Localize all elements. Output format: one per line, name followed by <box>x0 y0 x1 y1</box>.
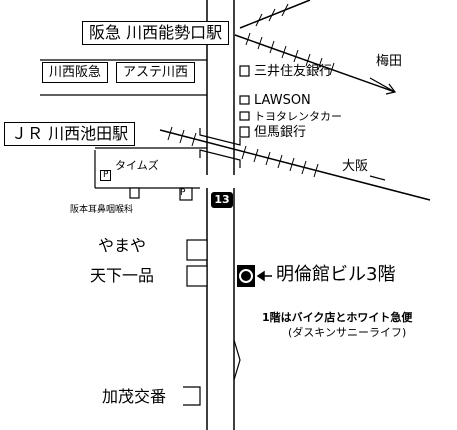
road-notch <box>233 339 241 381</box>
building-markers <box>129 65 250 406</box>
jr-station-label: ＪＲ 川西池田駅 <box>4 122 136 146</box>
main-road <box>206 0 235 430</box>
osaka-label: 大阪 <box>342 159 369 174</box>
tenka-label: 天下一品 <box>90 266 155 285</box>
left-arrow-icon <box>256 270 272 282</box>
times-label: タイムズ <box>115 159 159 172</box>
mitsui-bank-label: 三井住友銀行 <box>254 64 333 79</box>
parking-sign-2: P <box>180 188 186 198</box>
target-marker-icon <box>237 265 255 287</box>
parking-sign-1: P <box>100 170 112 181</box>
lawson-label: LAWSON <box>254 93 311 108</box>
asute-label: アステ川西 <box>116 62 196 83</box>
tajima-bank-label: 但馬銀行 <box>254 125 307 140</box>
hankyu-station-label: 阪急 川西能勢口駅 <box>82 21 230 45</box>
target-building-label: 明倫館ビル3階 <box>276 264 396 285</box>
clinic-label: 阪本耳鼻咽喉科 <box>70 205 134 215</box>
target-note-1: 1階はバイク店とホワイト急便 <box>262 311 413 324</box>
umeda-label: 梅田 <box>376 54 403 69</box>
yamaya-label: やまや <box>98 236 147 255</box>
toyota-rental-label: トヨタレンタカー <box>254 110 342 123</box>
police-box-label: 加茂交番 <box>102 387 167 406</box>
route-13-badge: 13 <box>211 192 233 208</box>
jr-railway <box>159 126 431 201</box>
hankyu-railway <box>234 0 397 95</box>
target-note-2: (ダスキンサニーライフ) <box>288 326 407 339</box>
kawanishi-hankyu-label: 川西阪急 <box>42 62 109 83</box>
